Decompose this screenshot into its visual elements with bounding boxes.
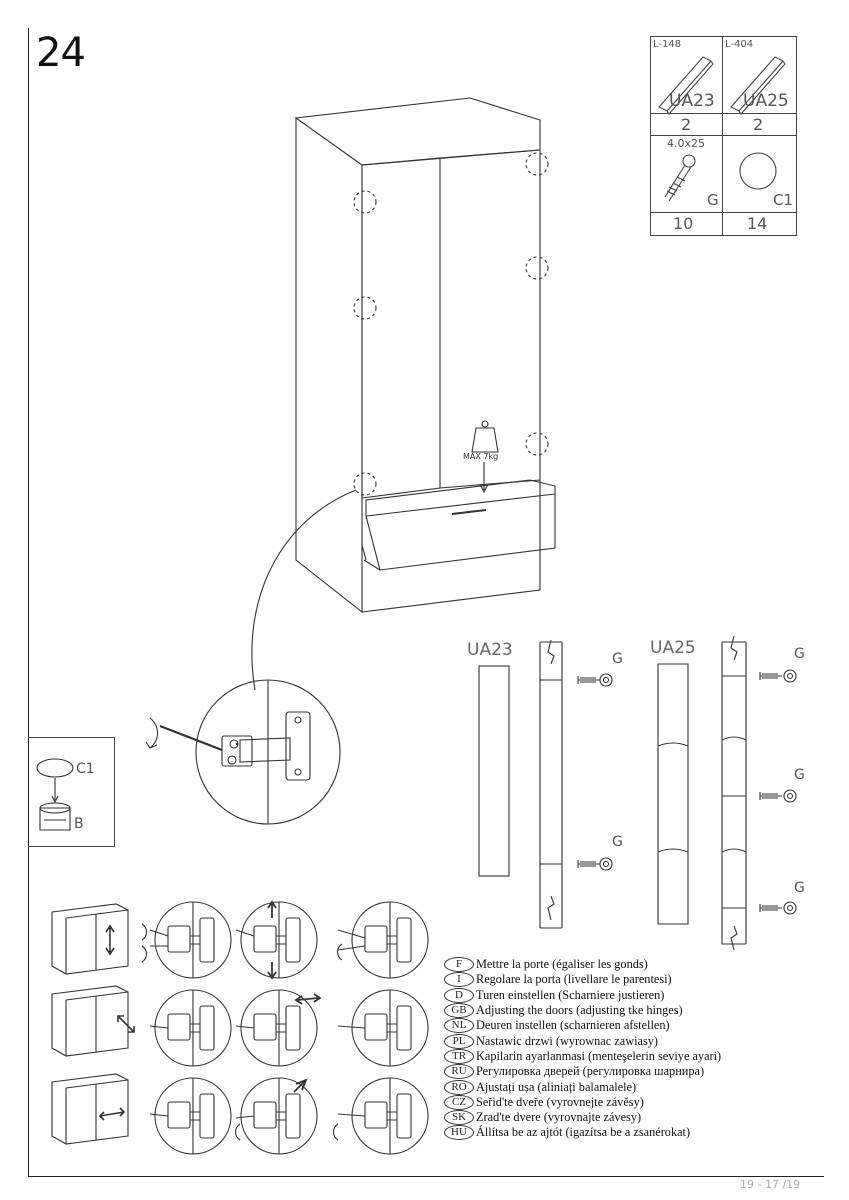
- language-code: RU: [444, 1064, 474, 1080]
- part-code-c1: C1: [773, 191, 794, 209]
- screw-label-g-4: G: [794, 767, 805, 783]
- ua25-strip: [657, 663, 689, 925]
- cap-label-c1: C1: [76, 761, 95, 777]
- screw-label-g-5: G: [794, 880, 805, 896]
- ua23-label: UA23: [467, 640, 513, 660]
- language-code: D: [444, 987, 474, 1003]
- cabinet-right-door: [439, 149, 541, 489]
- instruction-text: Kapilarin ayarlanmasi (menteşelerin sevi…: [476, 1048, 722, 1063]
- instruction-text: Регулировка дверей (регулировка шарнира): [476, 1064, 705, 1079]
- instruction-text: Turen einstellen (Scharniere justieren): [476, 987, 665, 1002]
- cam-lock-detail-box: [28, 737, 115, 847]
- part-qty-c1: 14: [747, 214, 768, 233]
- cabinet-side: [295, 118, 363, 614]
- language-code: HU: [444, 1125, 474, 1141]
- language-code: TR: [444, 1048, 474, 1064]
- language-code: RO: [444, 1079, 474, 1095]
- max-weight-label: MAX 7kg: [463, 452, 499, 461]
- part-size-g: 4.0x25: [667, 137, 706, 150]
- screw-and-cap-icons: [664, 152, 777, 202]
- language-code: CZ: [444, 1094, 474, 1110]
- instruction-text: Állítsa be az ajtót (igazítsa be a zsané…: [476, 1125, 691, 1140]
- cabinet-top: [294, 97, 541, 166]
- language-code: SK: [444, 1110, 474, 1126]
- cam-label-b: B: [74, 816, 84, 832]
- parts-table: L-148 L-404 UA23 UA25 2 2 4.0x25 G C1 10…: [650, 36, 797, 236]
- instruction-text: Zrad'te dvere (vyrovnajte závesy): [476, 1110, 642, 1125]
- part-length-ua25: L-404: [725, 39, 754, 50]
- instruction-text: Deuren instellen (scharnieren afstellen): [476, 1018, 670, 1033]
- instruction-text: Ajustați ușa (aliniați balamalele): [476, 1079, 637, 1094]
- instruction-text: Regolare la porta (livellare le parentes…: [476, 972, 672, 987]
- part-code-ua23: UA23: [669, 91, 715, 111]
- part-qty-g: 10: [673, 214, 694, 233]
- part-code-g: G: [707, 191, 719, 209]
- instruction-text: Nastawic drzwi (wyrownac zawiasy): [476, 1033, 658, 1048]
- ua23-strip: [478, 665, 510, 877]
- part-qty-ua23: 2: [681, 115, 692, 134]
- language-code: F: [444, 957, 474, 973]
- screw-label-g-3: G: [794, 646, 805, 662]
- step-number: 24: [36, 30, 86, 76]
- ua25-label: UA25: [650, 638, 696, 658]
- hinge-grid: [141, 900, 429, 1155]
- part-qty-ua25: 2: [753, 115, 764, 134]
- dowel-strip-icons: [658, 56, 786, 115]
- language-code: PL: [444, 1033, 474, 1049]
- language-code: GB: [444, 1003, 474, 1019]
- instruction-text: Mettre la porte (égaliser les gonds): [476, 957, 648, 972]
- page-number: 19 - 17 /19: [740, 1178, 801, 1191]
- language-code: I: [444, 972, 474, 988]
- instruction-text: Adjusting the doors (adjusting tke hinge…: [476, 1003, 683, 1018]
- instruction-text: Seřid'te dveře (vyrovnejte závěsy): [476, 1094, 644, 1109]
- page-frame: [28, 28, 824, 1177]
- screw-label-g-1: G: [612, 651, 623, 667]
- part-code-ua25: UA25: [743, 91, 789, 111]
- language-code: NL: [444, 1018, 474, 1034]
- screw-label-g-2: G: [612, 834, 623, 850]
- part-length-ua23: L-148: [653, 39, 682, 50]
